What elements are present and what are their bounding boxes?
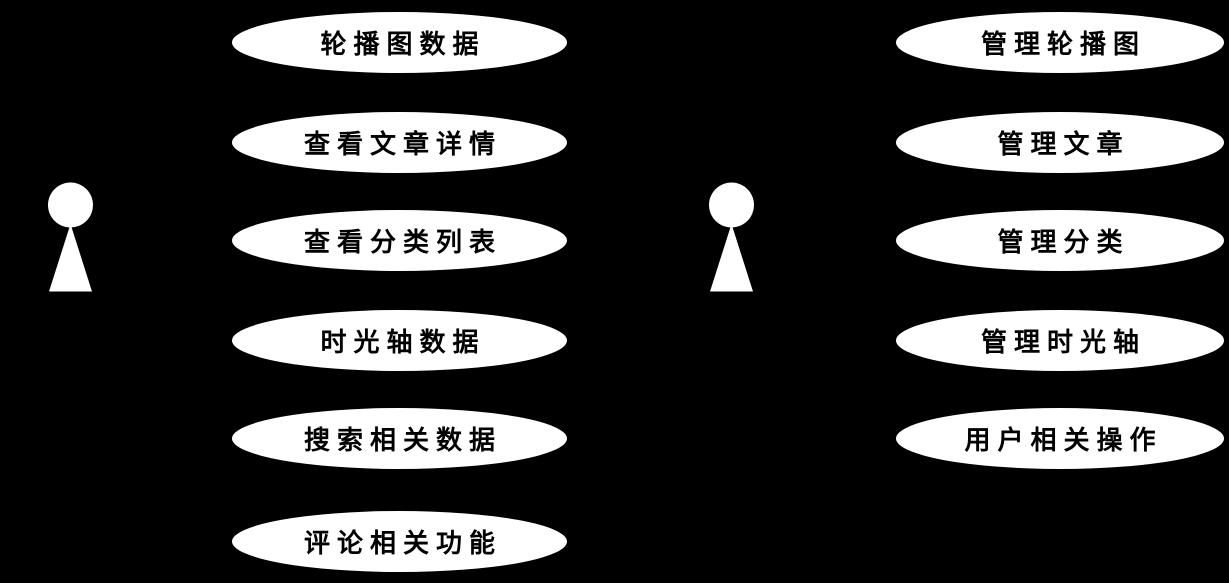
use-case-search-data: 搜索相关数据 (232, 408, 567, 469)
use-case-comment-functions: 评论相关功能 (232, 511, 567, 572)
use-case-timeline-data: 时光轴数据 (232, 310, 567, 371)
use-case-manage-timeline: 管理时光轴 (896, 310, 1224, 371)
actor-left-icon (48, 182, 93, 292)
use-case-manage-carousel: 管理轮播图 (896, 12, 1224, 73)
use-case-view-category-list: 查看分类列表 (232, 210, 567, 271)
use-case-user-operations: 用户相关操作 (896, 408, 1224, 469)
use-case-carousel-data: 轮播图数据 (232, 12, 567, 73)
use-case-view-article-detail: 查看文章详情 (232, 112, 567, 173)
actor-right-icon (709, 182, 754, 292)
use-case-manage-category: 管理分类 (896, 210, 1224, 271)
use-case-manage-article: 管理文章 (896, 112, 1224, 173)
